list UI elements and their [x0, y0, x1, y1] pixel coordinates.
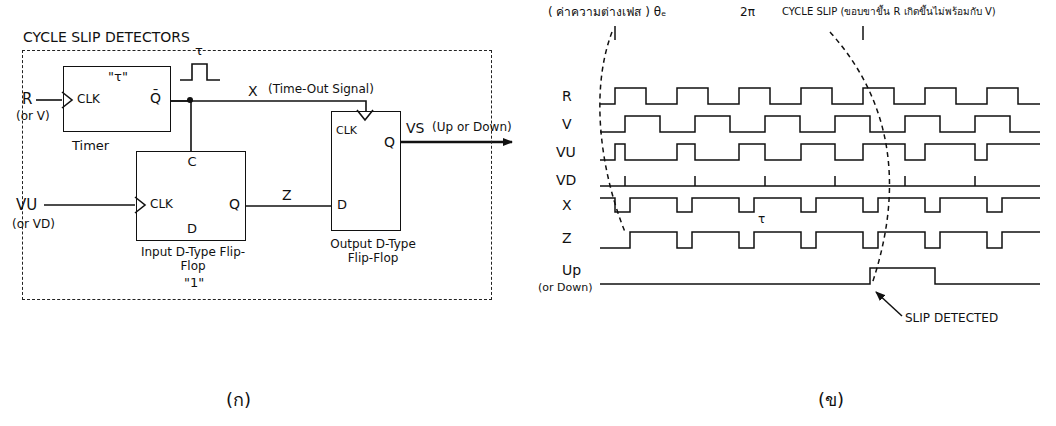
signal-label: SLIP DETECTED [905, 312, 998, 326]
signal-label: X [562, 197, 572, 213]
input-wire [36, 99, 62, 101]
pin-label: D [187, 222, 197, 237]
signal-label: "1" [184, 276, 204, 291]
dashed-guide [600, 32, 625, 232]
leader-arrow [876, 292, 902, 316]
dashed-guide [830, 32, 889, 284]
pin-label: "τ" [108, 70, 128, 85]
signal-label: (or V) [16, 110, 50, 124]
signal-label: Z [562, 230, 572, 246]
signal-label: τ [758, 213, 765, 227]
pin-label: CLK [336, 125, 357, 138]
signal-label: (or VD) [12, 218, 55, 232]
signal-label: R [22, 91, 32, 108]
signal-label: VU [556, 144, 576, 160]
signal-label: VD [556, 172, 576, 188]
waveform [600, 144, 1040, 160]
signal-label: R [562, 88, 572, 104]
signal-label: V [562, 116, 572, 132]
waveform [600, 88, 1040, 104]
pin-label: Q [384, 134, 395, 150]
pin-label: CLK [150, 198, 173, 212]
pin-label: Q [229, 196, 240, 212]
flip-flop-box: "τ"CLKQ̄Timer [63, 66, 171, 132]
signal-label: (ก) [226, 390, 251, 411]
waveform [600, 176, 1040, 186]
pin-label: Timer [72, 139, 109, 154]
signal-wire [171, 101, 191, 151]
signal-label: τ [195, 44, 203, 59]
pin-label: Input D-Type Flip-Flop [133, 246, 253, 274]
pin-label: Output D-Type Flip-Flop [318, 238, 428, 266]
signal-wire [246, 205, 331, 207]
pin-label: Q̄ [150, 90, 161, 106]
tick [862, 26, 864, 40]
input-wire [44, 204, 135, 206]
signal-wire [171, 101, 366, 111]
signal-label: (ข) [818, 390, 844, 411]
pin-label: C [187, 155, 196, 170]
junction-dot [187, 97, 193, 103]
signal-label: (Up or Down) [432, 121, 512, 135]
waveform [600, 268, 1040, 284]
wire-label: X [248, 83, 258, 99]
waveform [600, 198, 1040, 212]
signal-label: VU [16, 197, 37, 214]
waveform [600, 116, 1040, 132]
signal-label: CYCLE SLIP (ขอบขาขึ้น R เกิดขึ้นไม่พร้อม… [782, 6, 996, 18]
signal-label: (Time-Out Signal) [268, 83, 374, 97]
pin-label: D [337, 198, 347, 213]
signal-label: 2π [740, 6, 755, 20]
flip-flop-box: DCLKQOutput D-Type Flip-Flop [331, 111, 401, 231]
group-heading: CYCLE SLIP DETECTORS [23, 29, 190, 45]
waveform [600, 232, 1040, 248]
tick [614, 26, 616, 40]
signal-label: ( ค่าความต่างเฟส ) θₑ [548, 6, 666, 20]
signal-label: Up [562, 262, 581, 278]
output-arrow [400, 141, 512, 143]
pin-label: CLK [77, 93, 100, 107]
pulse-symbol [180, 64, 220, 80]
wire-label: Z [282, 187, 292, 203]
signal-label: VS [406, 120, 424, 136]
flip-flop-box: CCLKQDInput D-Type Flip-Flop [136, 151, 246, 241]
signal-label: (or Down) [538, 282, 593, 295]
